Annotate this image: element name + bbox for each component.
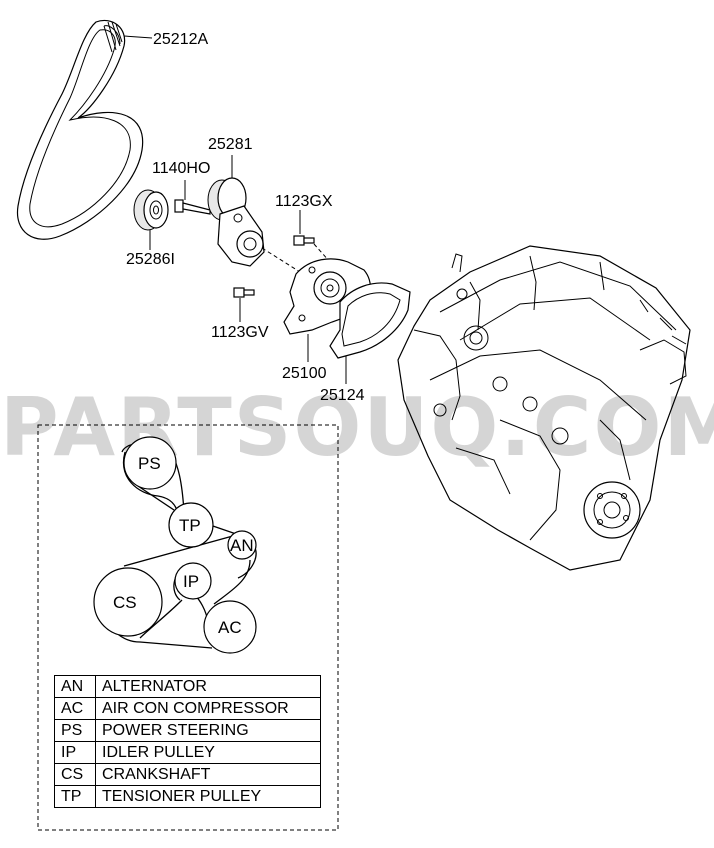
legend-row: AC AIR CON COMPRESSOR [54,697,321,720]
label-25281: 25281 [208,136,253,153]
label-25100: 25100 [282,365,327,382]
gasket-drawing [329,282,411,359]
legend-row: CS CRANKSHAFT [54,763,321,786]
label-25286i: 25286I [126,251,175,268]
belt-routing-frame [37,424,339,831]
pulley-tp-circle [168,502,214,548]
pulley-label-ac: AC [218,618,242,637]
legend-desc: POWER STEERING [95,719,321,742]
pulley-cs-circle [93,567,163,637]
pulley-ac-circle [203,600,257,654]
pulley-ip-circle [174,562,212,600]
legend-row: AN ALTERNATOR [54,675,321,698]
legend-row: TP TENSIONER PULLEY [54,785,321,808]
tensioner-drawing [207,177,265,267]
legend-code: IP [54,741,96,764]
legend-desc: IDLER PULLEY [95,741,321,764]
engine-block-drawing [397,245,691,571]
legend-row: PS POWER STEERING [54,719,321,742]
legend-desc: CRANKSHAFT [95,763,321,786]
pulley-label-ip: IP [183,572,199,591]
label-1123gv: 1123GV [211,324,269,341]
legend-desc: AIR CON COMPRESSOR [95,697,321,720]
watermark-text: PARTSOUQ.COM [0,381,714,474]
pulley-label-an: AN [230,536,254,555]
legend-code: PS [54,719,96,742]
label-25212a: 25212A [153,31,208,48]
idler-pulley-drawing [133,189,169,231]
belt-routing-diagram [93,436,257,654]
legend-desc: ALTERNATOR [95,675,321,698]
legend-table: AN ALTERNATOR AC AIR CON COMPRESSOR PS P… [54,675,321,808]
legend-row: IP IDLER PULLEY [54,741,321,764]
pulley-label-tp: TP [179,516,201,535]
pulley-an-circle [227,530,257,560]
drive-belt-drawing [16,19,144,240]
pulley-label-ps: PS [138,454,161,473]
legend-code: CS [54,763,96,786]
legend-desc: TENSIONER PULLEY [95,785,321,808]
legend-code: AC [54,697,96,720]
bolt-1140ho-drawing [174,199,211,215]
legend-code: AN [54,675,96,698]
pulley-ps-circle [123,436,177,490]
bolt-1123gx-drawing [293,235,315,246]
label-1140ho: 1140HO [152,160,210,177]
bolt-1123gv-drawing [233,287,255,298]
pulley-label-cs: CS [113,593,137,612]
legend-code: TP [54,785,96,808]
label-25124: 25124 [320,387,365,404]
label-1123gx: 1123GX [275,193,333,210]
